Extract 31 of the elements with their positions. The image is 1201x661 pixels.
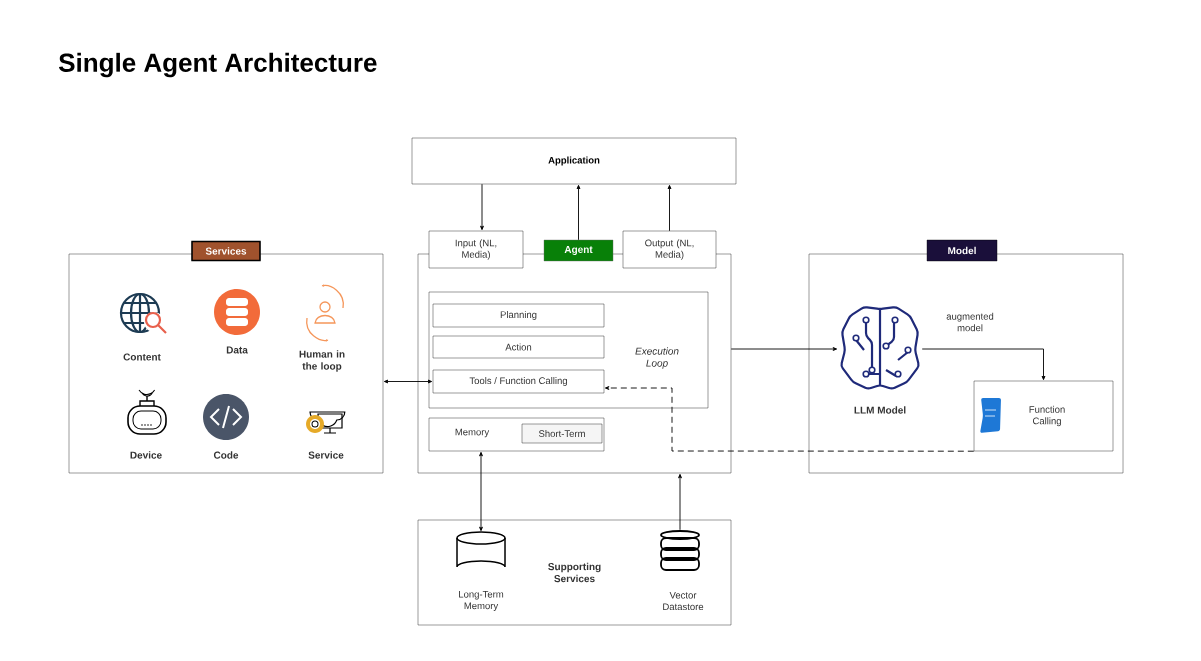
icon-label: LLM Model xyxy=(854,406,906,414)
icon-label: Human in the loop xyxy=(299,350,345,372)
arrow xyxy=(604,386,975,452)
process-box: Action xyxy=(432,335,605,359)
icon-label: Content xyxy=(123,353,161,361)
arrow xyxy=(576,184,581,241)
icon-label: Service xyxy=(308,451,344,459)
icon-label: Data xyxy=(226,346,248,354)
arrow xyxy=(383,379,433,384)
arrow xyxy=(479,451,483,532)
title-tab: Agent xyxy=(543,239,614,262)
arrow xyxy=(921,348,1046,381)
arrow xyxy=(480,183,484,231)
icon-label: Code xyxy=(213,451,239,459)
edge-label: augmented model xyxy=(939,311,1001,333)
icon-label: Vector Datastore xyxy=(663,591,704,611)
arrow xyxy=(678,473,682,531)
title: Single Agent Architecture xyxy=(58,52,377,78)
title-tab: Services xyxy=(191,240,261,262)
output-box: Output (NL, Media) xyxy=(622,230,717,269)
title-tab: Model xyxy=(926,239,998,262)
input-box: Input (NL, Media) xyxy=(428,230,524,269)
process-box: Tools / Function Calling xyxy=(432,369,605,394)
icon-label: Long-Term Memory xyxy=(459,591,504,611)
icon-label: Device xyxy=(130,451,162,459)
arrow xyxy=(667,184,672,232)
short-term-box: Short-Term xyxy=(521,423,603,444)
function-calling-box: Function Calling xyxy=(973,380,1114,452)
process-box: Planning xyxy=(432,303,605,328)
application-box: Application xyxy=(411,137,737,185)
arrow xyxy=(730,347,838,351)
